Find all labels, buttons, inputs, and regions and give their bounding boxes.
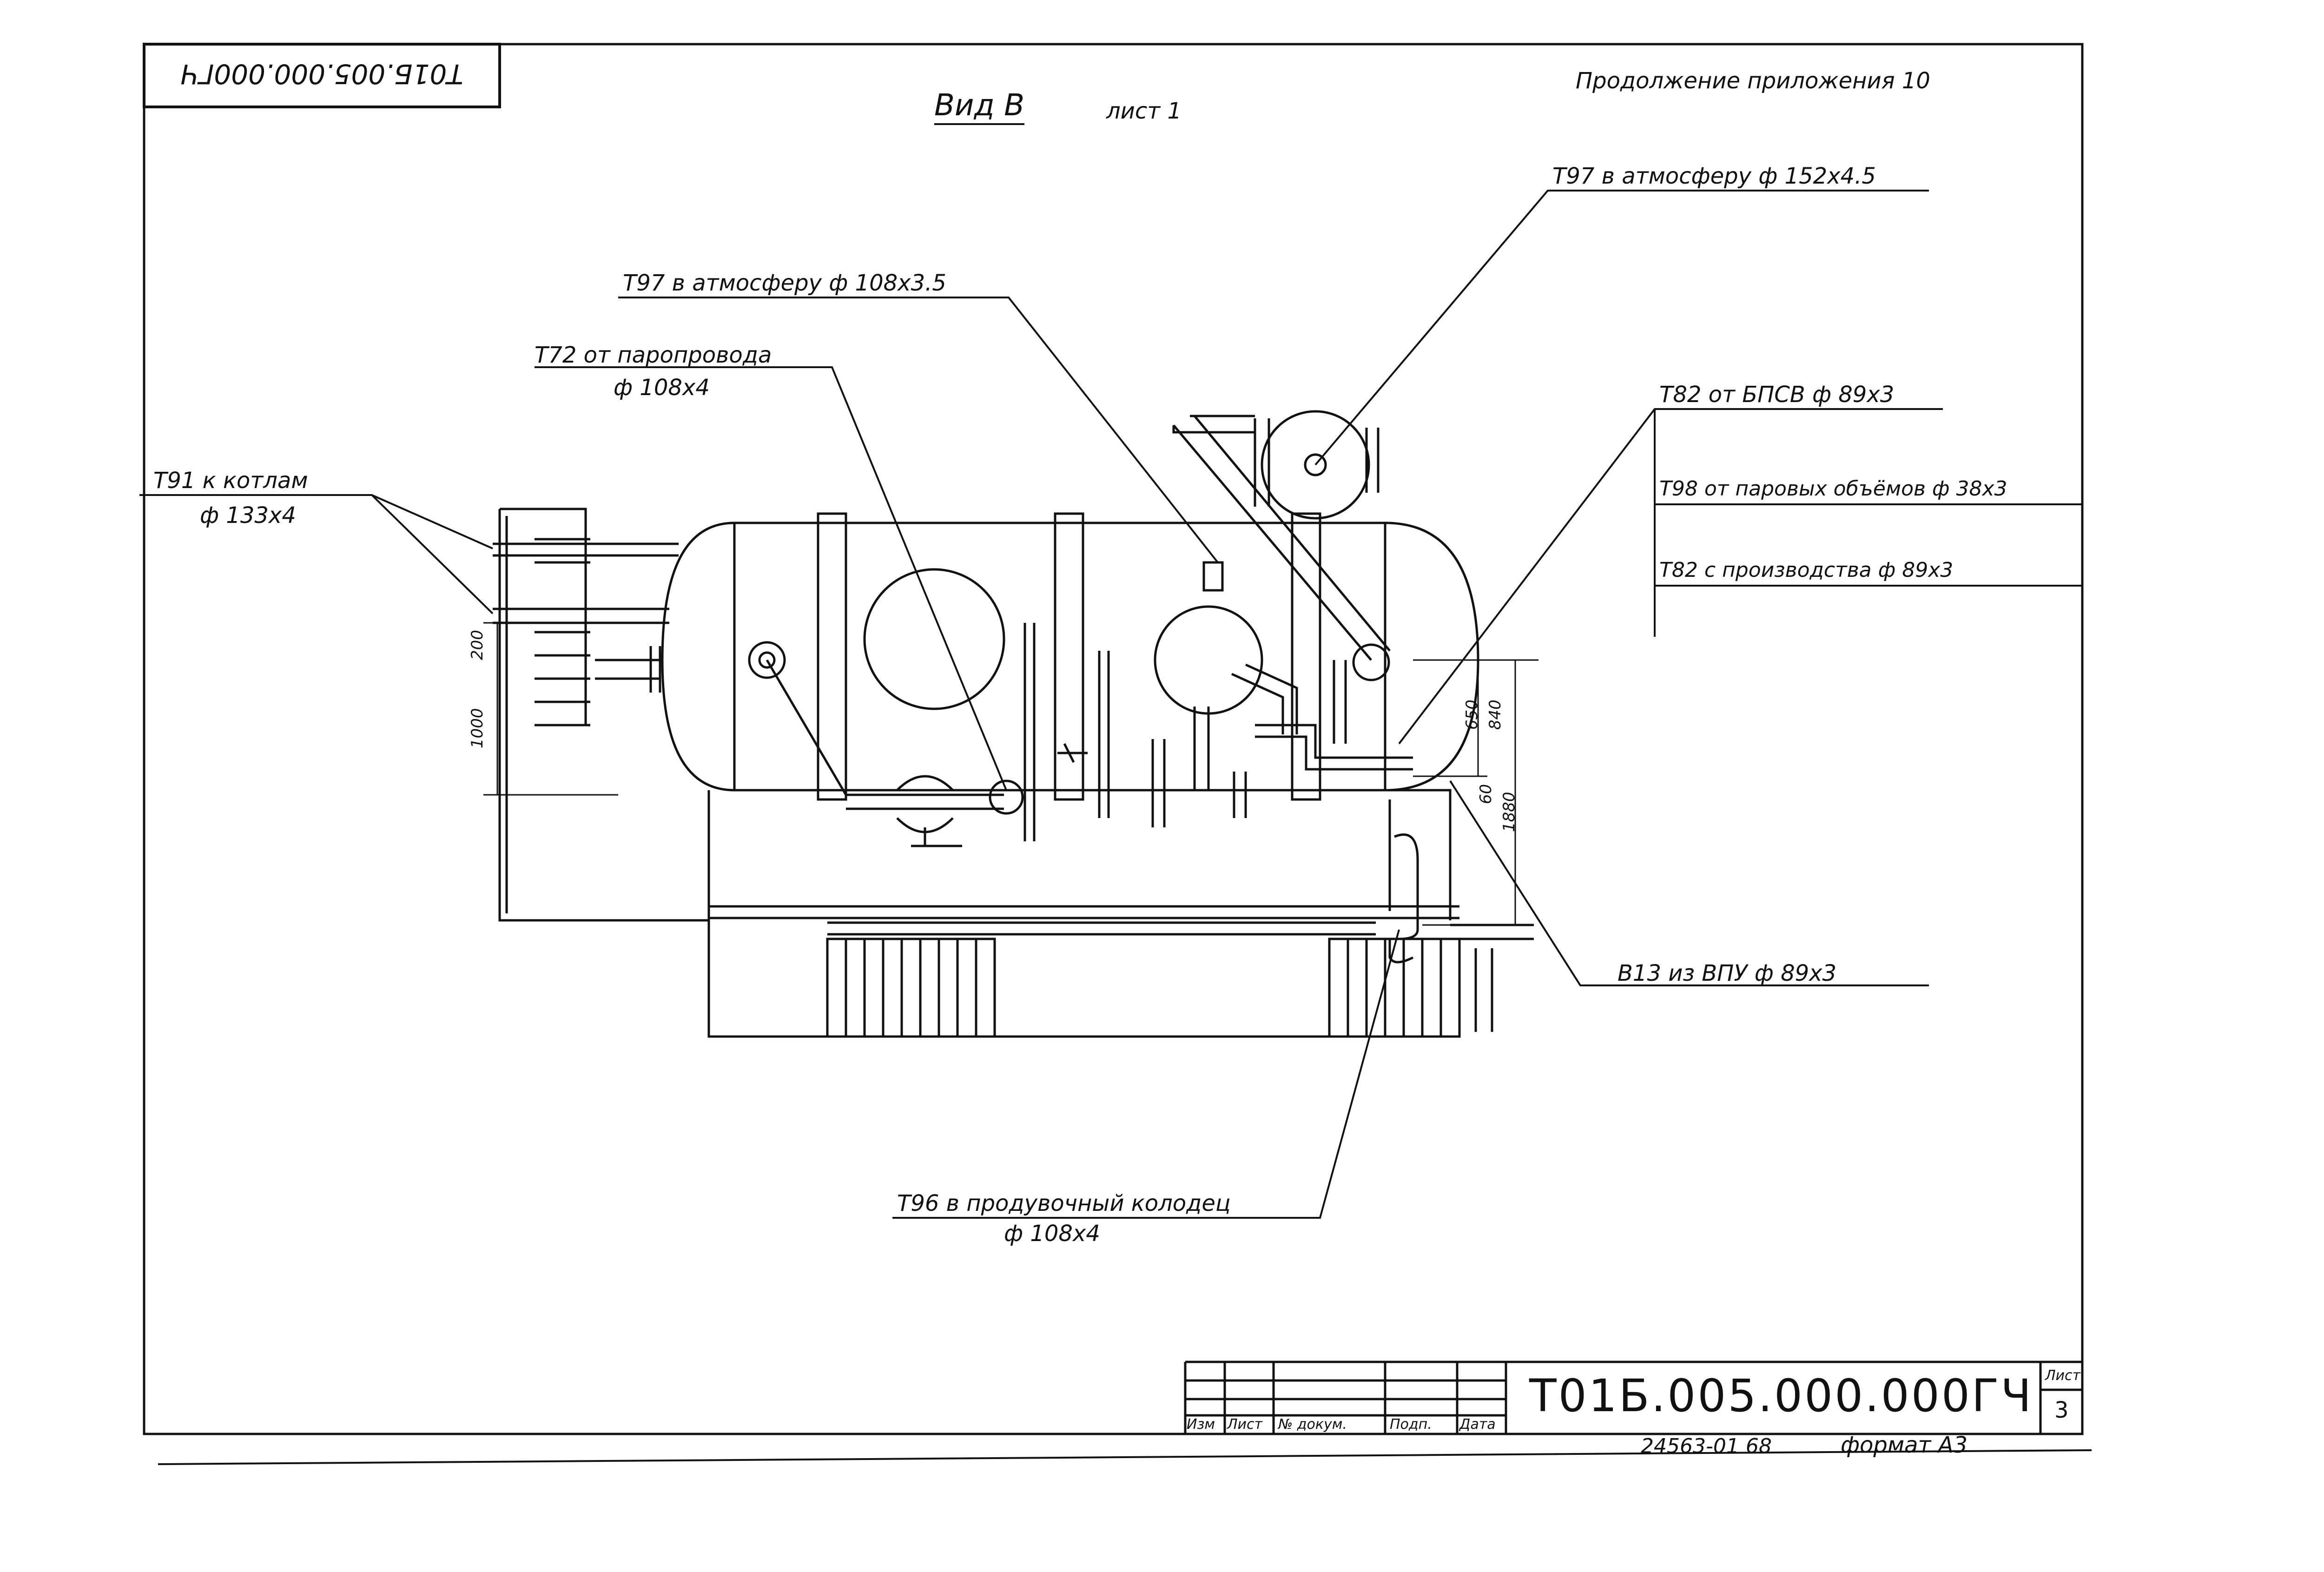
stamp-box [143,43,501,108]
callout-t82-bpsv: Т82 от БПСВ ф 89x3 [1659,382,1895,408]
elbow-pipe [1231,663,1298,734]
gauge-pipe-3 [1151,739,1166,827]
tb-podp: Подп. [1390,1416,1432,1433]
bottom-edge-line [158,1449,2092,1465]
dim-1880: 1880 [1500,792,1519,832]
stamp-code: Т01Б.005.000.000ГЧ [180,58,463,90]
pipe-diagonal-left [766,659,847,796]
callout-t91-size: ф 133x4 [200,502,296,528]
view-title: Вид В [934,91,1024,125]
vent-wheel-hub [1304,453,1327,476]
leader-t97-152 [1314,190,1929,466]
foundation-rail [709,905,1459,919]
gauge-pipe-2 [1098,651,1110,818]
nozzle-left [595,646,661,693]
dim-200: 200 [468,630,487,660]
callout-t98: Т98 от паровых объёмов ф 38x3 [1659,477,2007,501]
left-rack-bars [535,538,590,727]
gauge-pipe-1 [1023,623,1036,841]
valve-mid [1057,743,1088,763]
bottom-valve [896,775,962,847]
sheet-number: лист 1 [1106,98,1182,124]
t91-pipes [493,542,679,624]
flange-left [748,641,786,679]
tb-list: Лист [1227,1416,1263,1433]
dim-right [1413,659,1538,926]
vent-top-pipe [1172,415,1270,507]
leader-v13 [1449,780,1929,986]
tb-dokum: № докум. [1278,1416,1347,1433]
leader-t72 [535,366,1007,791]
tb-izm: Изм [1187,1416,1215,1433]
callout-t72: Т72 от паропровода [535,342,772,368]
foundation-outline [707,790,1459,1038]
callout-t96: Т96 в продувочный колодец [897,1190,1231,1216]
tb-data: Дата [1459,1416,1496,1433]
title-block [1184,1361,2082,1434]
lower-header [827,921,1376,936]
dim-60: 60 [1477,784,1495,804]
document-number: Т01Б.005.000.000ГЧ [1529,1370,2034,1422]
flange-left-inner [758,651,776,669]
manhole-left [863,568,1005,710]
right-loop [1388,833,1419,964]
right-column [1376,789,1452,920]
leader-t96 [892,929,1400,1219]
flange-bottom-right [989,779,1024,815]
vent-flange [1352,643,1390,681]
format-label: формат А3 [1841,1432,1968,1458]
callout-t91: Т91 к котлам [153,468,308,494]
vent-nozzle [1202,561,1224,592]
archive-number: 24563-01 68 [1641,1434,1772,1458]
vent-wheel [1261,410,1370,520]
stair-left-treads [845,939,977,1037]
tb-sheet-number: 3 [2054,1397,2069,1423]
stair-right [1328,938,1461,1038]
strap-2 [1054,512,1084,801]
callout-t72-size: ф 108x4 [614,375,710,401]
callout-t97-152: Т97 в атмосферу ф 152x4.5 [1552,163,1876,189]
leader-t97-108 [618,297,1219,563]
stair-left [826,938,996,1038]
vent-diagonal [1173,415,1391,661]
manhole-right [1154,605,1263,715]
drain-pipes [1193,707,1247,818]
callout-v13: В13 из ВПУ ф 89x3 [1618,960,1837,986]
right-rack [1450,924,1534,1032]
bottom-header [846,793,1004,810]
stair-right-treads [1347,939,1442,1037]
tb-sheet-label: Лист [2045,1367,2081,1384]
strap-1 [817,512,847,801]
sheet-border [143,43,2084,1435]
dim-840: 840 [1486,700,1505,730]
strap-3 [1291,512,1321,801]
left-rack [498,508,709,922]
leader-t91 [139,494,494,614]
riser-right [1333,660,1347,744]
continuation-note: Продолжение приложения 10 [1576,68,1930,94]
dim-650: 650 [1463,700,1481,730]
dim-left [483,622,618,796]
callout-t82-prod: Т82 с производства ф 89x3 [1659,558,1954,582]
callout-t97-108: Т97 в атмосферу ф 108x3.5 [623,270,946,296]
dim-1000: 1000 [468,708,487,748]
t82-header [1255,724,1413,771]
vent-right-pipe [1365,428,1380,493]
callout-t96-size: ф 108x4 [1004,1221,1100,1247]
